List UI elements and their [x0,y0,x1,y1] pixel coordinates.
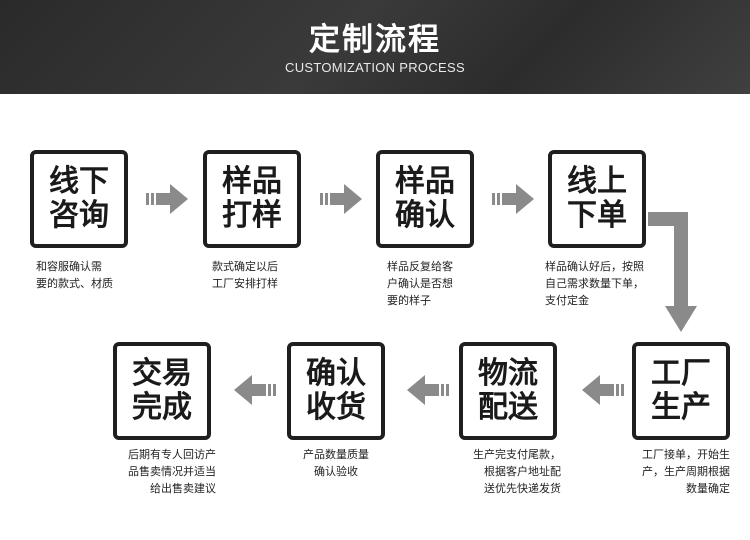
step-deal-complete: 交易 完成 [113,342,211,440]
step-logistics: 物流 配送 [459,342,557,440]
step-desc: 款式确定以后 工厂安排打样 [212,260,278,290]
step-desc: 样品反复给客 户确认是否想 要的样子 [387,260,453,307]
corner-arrow-icon [648,212,697,332]
step-desc: 工厂接单，开始生 产，生产周期根据 数量确定 [642,448,730,495]
header-banner: 定制流程 CUSTOMIZATION PROCESS [0,0,750,94]
arrow-icon [407,375,449,405]
arrow-icon [320,184,362,214]
step-label: 交易 完成 [132,356,192,425]
step-label: 线下 咨询 [49,164,109,233]
step-online-order: 线上 下单 [548,150,646,248]
step-factory-production: 工厂 生产 [632,342,730,440]
step-label: 样品 打样 [222,164,282,233]
step-desc: 样品确认好后，按照 自己需求数量下单， 支付定金 [545,260,644,307]
page-title: 定制流程 [309,22,441,58]
step-label: 线上 下单 [567,164,627,233]
step-desc: 产品数量质量 确认验收 [303,448,369,478]
step-desc: 后期有专人回访产 品售卖情况并适当 给出售卖建议 [128,448,216,495]
step-label: 物流 配送 [478,356,538,425]
page-subtitle: CUSTOMIZATION PROCESS [285,60,465,75]
step-label: 确认 收货 [306,356,366,425]
arrow-icon [582,375,624,405]
step-label: 工厂 生产 [651,356,711,425]
step-offline-consult: 线下 咨询 [30,150,128,248]
step-label: 样品 确认 [395,164,455,233]
step-desc: 和容服确认需 要的款式、材质 [36,260,113,290]
step-sample-confirm: 样品 确认 [376,150,474,248]
step-confirm-receipt: 确认 收货 [287,342,385,440]
arrow-icon [234,375,276,405]
step-sample-making: 样品 打样 [203,150,301,248]
arrow-icon [146,184,188,214]
step-desc: 生产完支付尾款， 根据客户地址配 送优先快递发货 [473,448,561,495]
arrow-icon [492,184,534,214]
